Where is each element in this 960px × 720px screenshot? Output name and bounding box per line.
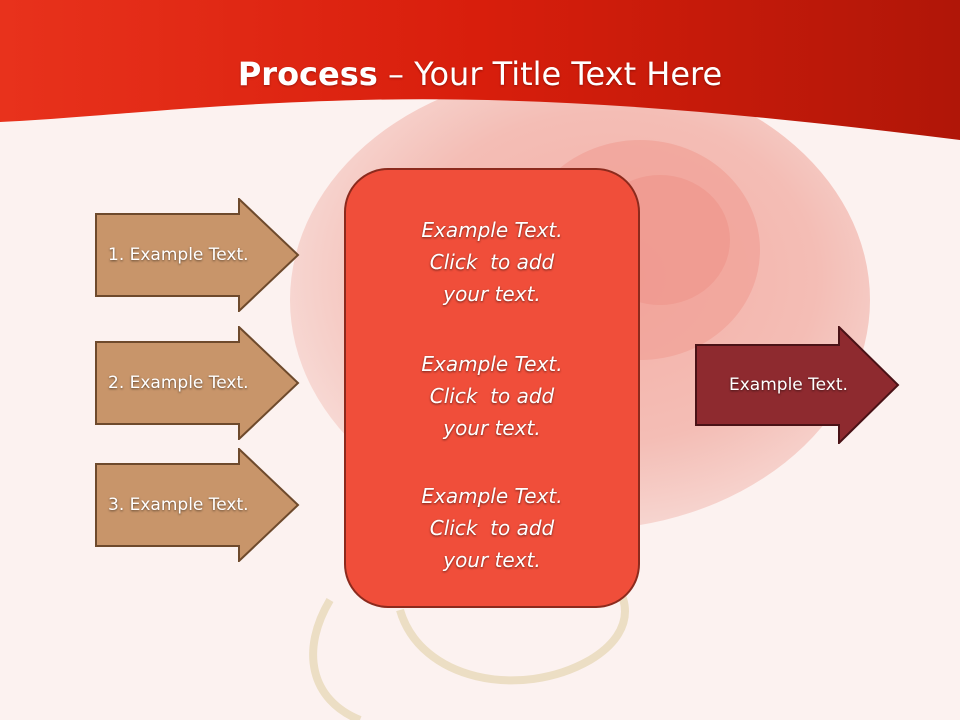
left-arrow-2[interactable]: 2. Example Text. [95,326,300,440]
center-text-line: your text. [443,548,541,572]
right-arrow[interactable]: Example Text. [695,326,900,444]
center-text-line: your text. [443,282,541,306]
center-text-line: Click to add [429,384,555,408]
center-text-line: Example Text. [421,484,563,508]
center-text-item-1[interactable]: Example Text. Click to add your text. [346,214,638,310]
left-arrow-1[interactable]: 1. Example Text. [95,198,300,312]
left-arrow-label: 3. Example Text. [108,495,249,515]
left-arrow-label: 1. Example Text. [108,245,249,265]
arrow-shape [95,198,300,312]
arrow-shape [95,448,300,562]
center-text-box[interactable]: Example Text. Click to add your text. Ex… [344,168,640,608]
left-arrow-label: 2. Example Text. [108,373,249,393]
center-text-item-3[interactable]: Example Text. Click to add your text. [346,480,638,576]
arrow-shape [95,326,300,440]
right-arrow-label: Example Text. [729,375,848,395]
center-text-line: your text. [443,416,541,440]
left-arrow-3[interactable]: 3. Example Text. [95,448,300,562]
center-text-item-2[interactable]: Example Text. Click to add your text. [346,348,638,444]
header-band [0,0,960,140]
center-text-line: Click to add [429,250,555,274]
slide-title: Process – Your Title Text Here [0,52,960,96]
title-rest: – Your Title Text Here [377,55,723,93]
center-text-line: Example Text. [421,218,563,242]
center-text-line: Example Text. [421,352,563,376]
center-text-line: Click to add [429,516,555,540]
arrow-shape [695,326,900,444]
title-bold: Process [237,55,378,93]
